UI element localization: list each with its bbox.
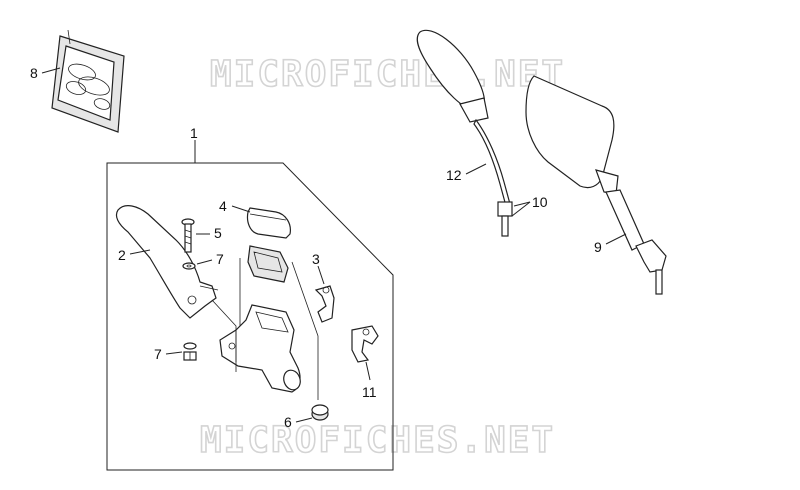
callout-10: 10	[532, 194, 548, 210]
clamp-11-part	[351, 325, 379, 363]
mirror-right-part	[525, 75, 667, 295]
callout-9: 9	[594, 239, 602, 255]
clamp-part	[314, 285, 335, 323]
callout-6: 6	[284, 414, 292, 430]
assembly-guide-3	[211, 299, 237, 372]
callout-8: 8	[30, 65, 38, 81]
leader-4	[231, 205, 251, 213]
reservoir-cap-part	[246, 207, 291, 283]
watermark-top: MICROFICHES.NET	[210, 54, 565, 95]
callout-7-upper: 7	[216, 251, 224, 267]
callout-4: 4	[219, 198, 227, 214]
callout-5: 5	[214, 225, 222, 241]
callout-2: 2	[118, 247, 126, 263]
plug-part	[311, 404, 329, 421]
callout-3: 3	[312, 251, 320, 267]
leader-3	[317, 265, 325, 285]
leader-10b	[511, 201, 531, 217]
master-cylinder-part	[219, 304, 301, 393]
callout-1: 1	[190, 125, 198, 141]
leader-9	[605, 233, 627, 245]
callout-11: 11	[362, 384, 377, 400]
washer-upper-part	[182, 262, 196, 270]
watermark-bottom: MICROFICHES.NET	[200, 420, 555, 461]
assembly-guide-2	[291, 261, 319, 400]
leader-10a	[513, 201, 531, 207]
assembly-box	[106, 162, 394, 471]
nut-lower-part	[183, 342, 197, 361]
brake-lever-part	[115, 205, 219, 319]
leader-6	[295, 417, 313, 423]
leader-12	[465, 163, 487, 175]
decal-part	[51, 29, 125, 133]
leader-7b	[165, 351, 183, 355]
callout-12: 12	[446, 167, 462, 183]
leader-11	[365, 361, 371, 381]
mirror-left-part	[416, 29, 513, 237]
callout-7-lower: 7	[154, 346, 162, 362]
leader-8	[41, 67, 61, 74]
leader-7a	[196, 259, 213, 265]
leader-2	[129, 249, 151, 255]
screw-part	[181, 218, 195, 253]
